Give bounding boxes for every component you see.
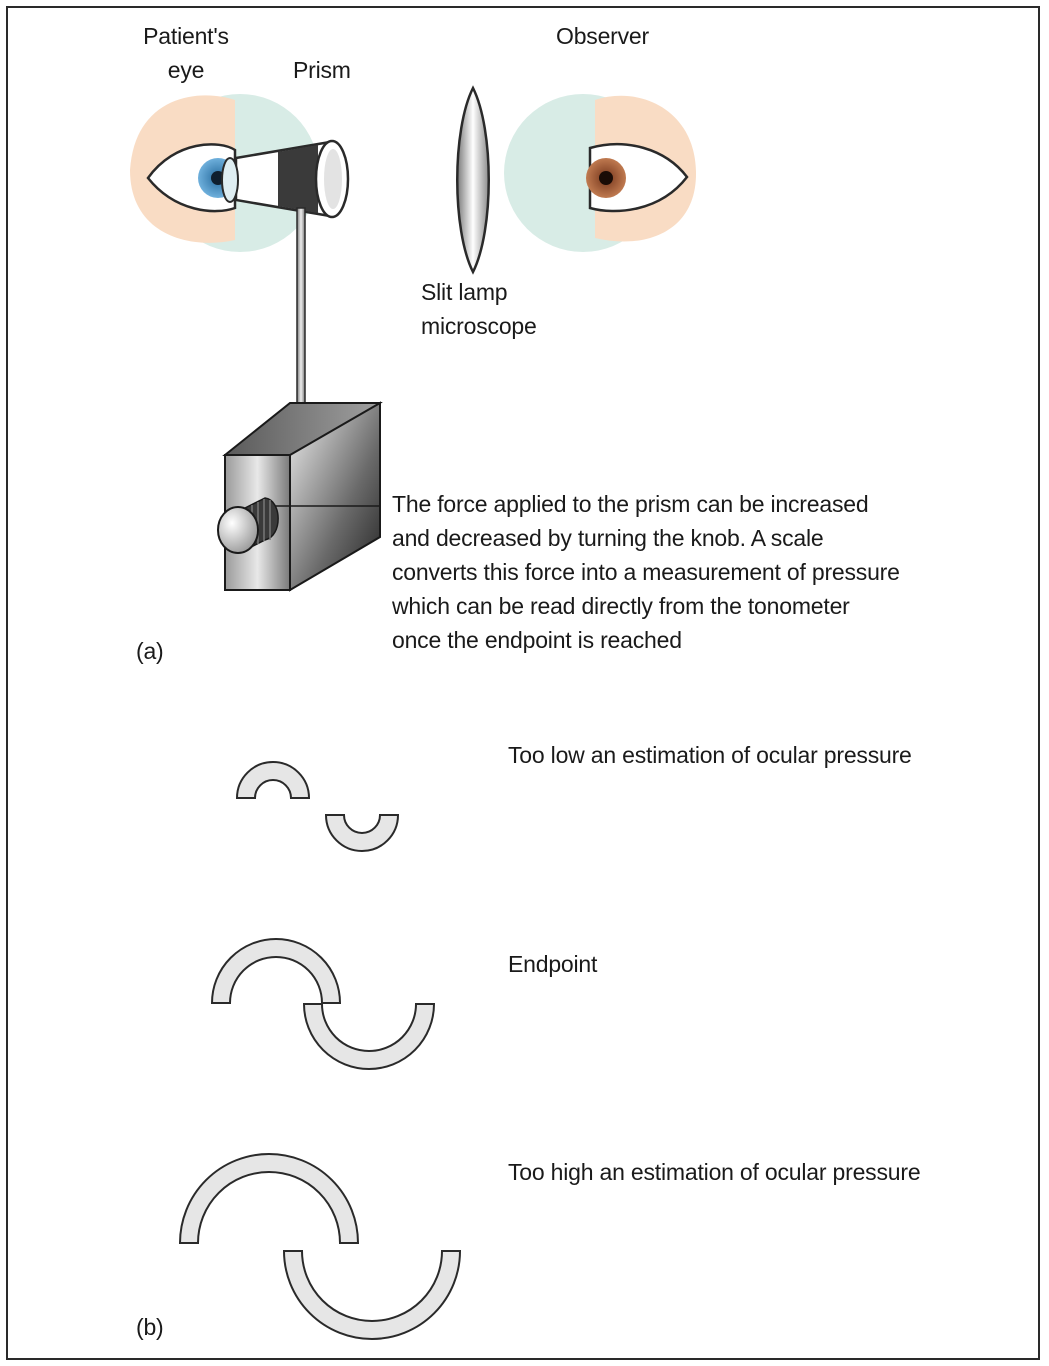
lower-semicircle xyxy=(302,1003,436,1070)
tonometer-description: The force applied to the prism can be in… xyxy=(392,487,932,657)
description-line: once the endpoint is reached xyxy=(392,627,682,653)
slit-lamp-label-line2: microscope xyxy=(421,313,537,339)
lower-semicircle xyxy=(324,814,400,852)
lower-semicircle xyxy=(282,1250,462,1340)
panel-a-label: (a) xyxy=(136,638,164,664)
description-line: The force applied to the prism can be in… xyxy=(392,491,869,517)
mires-too-high xyxy=(178,1153,462,1340)
too-low-caption: Too low an estimation of ocular pressure xyxy=(508,742,912,768)
too-high-caption: Too high an estimation of ocular pressur… xyxy=(508,1159,921,1185)
description-line: which can be read directly from the tono… xyxy=(392,593,850,619)
mires-endpoint xyxy=(210,938,436,1070)
prism-icon xyxy=(221,139,350,219)
panel-b-label: (b) xyxy=(136,1314,164,1340)
upper-semicircle xyxy=(235,761,311,799)
prism-label: Prism xyxy=(293,57,351,83)
observer-label: Observer xyxy=(556,23,649,49)
tonometer-box xyxy=(222,401,383,592)
description-line: converts this force into a measurement o… xyxy=(392,559,900,585)
patient-eye-icon xyxy=(130,94,319,252)
description-line: and decreased by turning the knob. A sca… xyxy=(392,525,824,551)
upper-semicircle xyxy=(178,1153,360,1244)
endpoint-caption: Endpoint xyxy=(508,951,598,977)
patient-eye-label-line2: eye xyxy=(167,57,205,83)
observer-eye-icon xyxy=(504,94,697,252)
patient-eye-label-line1: Patient's xyxy=(143,23,229,49)
slit-lamp-lens-icon xyxy=(456,85,490,275)
tonometer-stem xyxy=(296,207,306,431)
knob-icon xyxy=(217,497,279,554)
upper-semicircle xyxy=(210,938,342,1004)
patient-eye-label: Patient's eye xyxy=(130,19,242,87)
figure-frame xyxy=(6,6,1040,1360)
slit-lamp-label: Slit lamp microscope xyxy=(421,275,537,343)
mires-too-low xyxy=(235,761,400,852)
slit-lamp-label-line1: Slit lamp xyxy=(421,279,508,305)
